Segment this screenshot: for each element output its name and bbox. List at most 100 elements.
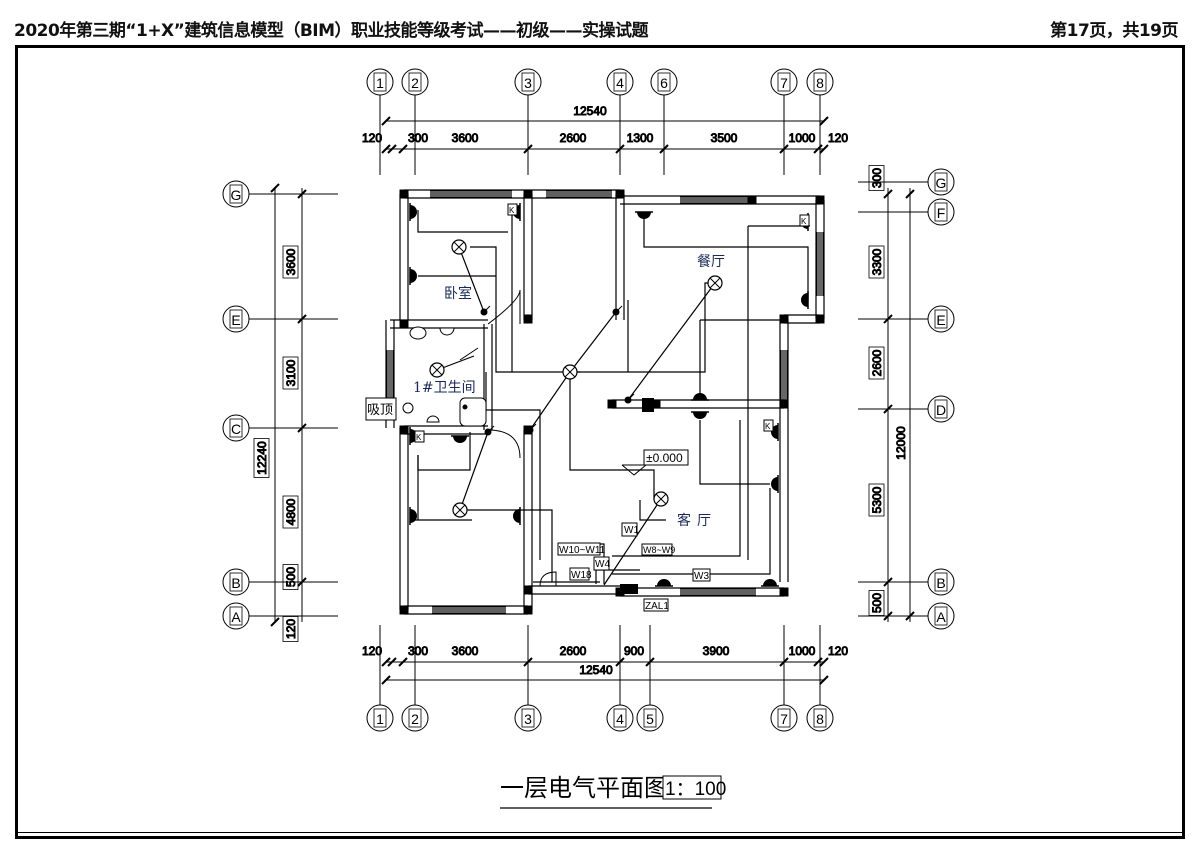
svg-text:5300: 5300 (870, 486, 884, 513)
circuit-tag-w4: W4 (595, 559, 610, 570)
svg-text:B: B (936, 575, 945, 591)
column (779, 314, 789, 324)
wire-feed (569, 311, 617, 373)
circuit-tag-w8-w9: W8~W9 (643, 545, 675, 555)
column (615, 189, 625, 199)
top-dim-segment: 300 (408, 131, 428, 145)
column (523, 314, 533, 324)
axis-bubble-left-G: G (222, 180, 250, 208)
axis-bubble-top-7: 7 (770, 68, 798, 96)
page-header: 2020年第三期“1+X”建筑信息模型（BIM）职业技能等级考试——初级——实操… (14, 14, 1178, 42)
wire-feed (603, 498, 662, 586)
axis-bubble-bottom-3: 3 (514, 704, 542, 732)
top-dim-segment: 120 (362, 131, 382, 145)
axis-bubble-bottom-7: 7 (770, 704, 798, 732)
elevation-value: ±0.000 (646, 451, 683, 465)
svg-text:4: 4 (616, 75, 624, 91)
top-dim-segment: 120 (828, 131, 848, 145)
svg-text:2: 2 (411, 711, 419, 727)
circuit-tag-w18: W18 (571, 570, 592, 581)
left-dim-segment: 3600 (282, 245, 299, 279)
svg-text:120: 120 (284, 619, 298, 639)
washbasin-icon (409, 326, 427, 340)
top-dim-segment: 2600 (560, 131, 587, 145)
door-swing (487, 429, 521, 459)
room-label-living: 客厅 (677, 512, 717, 529)
column (642, 398, 654, 412)
exam-title: 2020年第三期“1+X”建筑信息模型（BIM）职业技能等级考试——初级——实操… (14, 20, 649, 41)
shower-tray-icon (459, 397, 487, 427)
drawing-title: 一层电气平面图 (500, 774, 668, 802)
axis-bubble-bottom-5: 5 (636, 704, 664, 732)
svg-text:C: C (231, 421, 241, 437)
top-dim-segment: 3600 (452, 131, 479, 145)
ceiling-label: 吸顶 (367, 403, 393, 418)
power-socket-icon (655, 579, 673, 587)
axis-bubble-top-3: 3 (514, 68, 542, 96)
wiring (415, 210, 810, 586)
svg-text:1: 1 (376, 75, 384, 91)
power-socket-icon (409, 507, 417, 525)
svg-text:2: 2 (411, 75, 419, 91)
svg-text:1: 1 (376, 711, 384, 727)
axis-bubble-bottom-4: 4 (606, 704, 634, 732)
svg-text:G: G (936, 175, 947, 191)
room-label-bathroom: 1#卫生间 (413, 380, 476, 396)
svg-text:7: 7 (780, 75, 788, 91)
room-label-bedroom: 卧室 (444, 285, 472, 302)
svg-text:2600: 2600 (870, 349, 884, 376)
light-switch-icon (526, 423, 537, 434)
right-dim-segment: 3300 (868, 245, 885, 279)
svg-text:12240: 12240 (255, 441, 269, 475)
right-dim-segment: 300 (868, 165, 885, 191)
svg-text:6: 6 (660, 75, 668, 91)
bottom-dim-segment: 3900 (703, 644, 730, 658)
sink-icon (426, 415, 440, 423)
floor-drain-icon (462, 404, 468, 410)
left-dim-segment: 3100 (282, 356, 299, 390)
wire-run (470, 246, 570, 373)
wire-feed (459, 431, 489, 511)
wire-run (595, 569, 640, 584)
axis-bubble-left-C: C (222, 414, 250, 442)
svg-text:300: 300 (870, 168, 884, 188)
svg-text:E: E (936, 312, 945, 328)
ceiling-lamp-icon (707, 275, 723, 291)
right-total-dim: 12000 (894, 425, 909, 460)
svg-text:500: 500 (870, 593, 884, 613)
wire-feed (627, 282, 716, 401)
bottom-dim-segment: 900 (624, 644, 644, 658)
switch-k-dining: K (801, 217, 807, 226)
power-socket-icon (801, 291, 809, 309)
column (399, 319, 409, 329)
right-dim-segment: 2600 (868, 346, 885, 380)
ceiling-lamp-icon (429, 362, 445, 378)
axis-bubble-right-E: E (927, 305, 955, 333)
wire-run (569, 372, 655, 500)
power-socket-icon (691, 393, 709, 401)
wire-run (612, 420, 741, 557)
drawing-scale: 1：100 (665, 779, 726, 800)
column (399, 605, 409, 615)
door-swing (487, 289, 521, 325)
axis-bubble-top-6: 6 (650, 68, 678, 96)
walls (385, 189, 825, 615)
axis-bubble-right-G: G (927, 168, 955, 196)
circuit-tag-w1: W1 (624, 525, 639, 536)
column (399, 425, 409, 435)
column (523, 189, 533, 199)
bottom-dim-segment: 2600 (560, 644, 587, 658)
toilet-icon (402, 402, 414, 414)
axis-bubble-bottom-2: 2 (401, 704, 429, 732)
svg-text:F: F (937, 205, 946, 221)
switch-k-labels: K K K K (414, 203, 810, 443)
column (779, 399, 789, 409)
axis-bubble-right-B: B (927, 568, 955, 596)
svg-text:7: 7 (780, 711, 788, 727)
column (815, 314, 825, 324)
column (523, 605, 533, 615)
bottom-dim-segment: 1000 (789, 644, 816, 658)
sink-icon (439, 327, 455, 336)
right-dim-segment: 500 (868, 590, 885, 616)
